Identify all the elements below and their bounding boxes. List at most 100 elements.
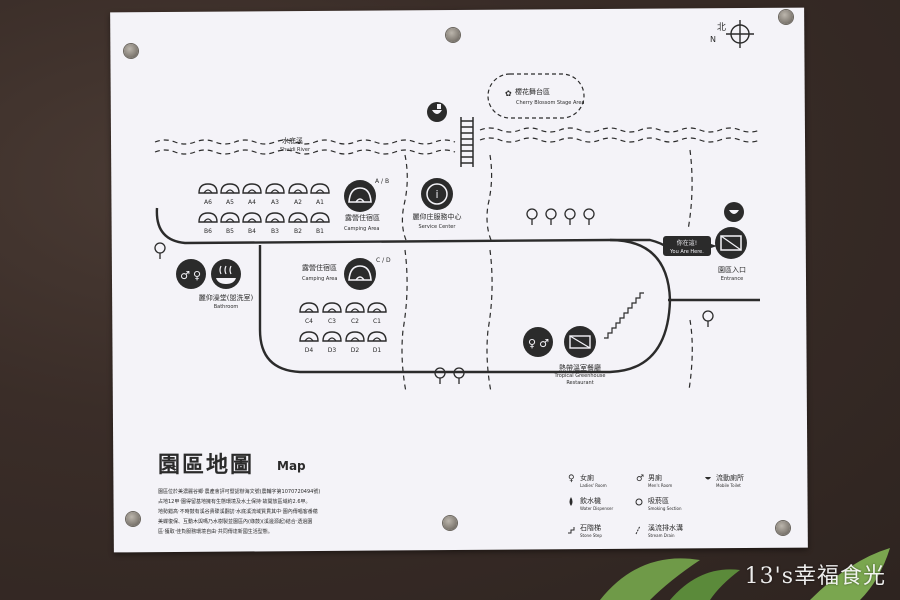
description-line-1: 園區位於美濃麗谷鄉‧農產會評可暨認辦海文號(農輔字第1070720494號) [158,488,320,495]
svg-text:i: i [435,188,438,201]
legend-mobile-en: Mobile Toilet [716,483,741,488]
camp-ab-tag: A / B [375,178,389,185]
stream-drain-icon [635,525,641,535]
restaurant-en-1: Tropical Greenhouse [554,373,606,379]
mobile-toilet-icon [427,102,447,122]
restaurant-zh: 熱帶溫室餐廳 [559,363,601,372]
water-drop-icon [569,497,573,506]
service-en: Service Center [419,224,457,230]
legend-mobile-zh: 流動廁所 [716,473,744,482]
mobile-toilet-entrance-icon [724,202,744,222]
tents-a [198,183,330,194]
site-b1: B1 [316,228,324,235]
camping-ab-icon [344,180,376,212]
you-are-here-badge [663,236,711,256]
tents-c [299,302,387,313]
svg-text:♂: ♂ [180,269,190,282]
site-c3: C3 [328,318,336,325]
site-b6: B6 [204,228,212,235]
site-a4: A4 [248,199,256,206]
site-a5: A5 [226,199,234,206]
site-a6: A6 [204,199,212,206]
site-d2: D2 [351,347,360,354]
male-toilet-icon: ♂ [636,474,644,484]
blossom-icon: ✿ [505,89,512,98]
site-c2: C2 [351,318,359,325]
description-line-5: 區‧獲取‧佳負服務環境自由‧共同傳達新國生活型態。 [158,528,273,535]
site-b3: B3 [271,228,279,235]
site-b2: B2 [294,228,302,235]
grommet [446,28,460,42]
site-d3: D3 [328,347,337,354]
watermark: 13's幸福食光 [744,564,886,589]
cherry-area-outline [487,73,585,119]
grommet [126,512,140,526]
bath-icon [211,259,241,289]
svg-text:♀: ♀ [193,269,201,282]
entrance-icon [715,227,747,259]
cherry-area-en: Cherry Blossom Stage Area [516,100,584,106]
river-label-zh: 水底溪 [282,136,303,145]
description-line-3: 地勢錯高‧不時鼓有溪谷貴碟溪翻訪‧水底溪流域質貫其中‧園內傳唱客番蘊 [158,508,318,515]
stone-stairs [604,292,644,339]
map-title-zh: 園區地圖 [158,453,254,478]
smoking-icon [635,498,643,506]
service-zh: 麗仰庄服務中心 [413,212,462,221]
tents-d [299,331,387,342]
grommet [124,44,138,58]
plant-leaves [600,548,890,600]
female-toilet-icon: ♀ [568,474,575,484]
bridge [460,117,474,167]
tents-b [198,212,330,223]
entrance-zh: 園區入口 [718,266,746,274]
north-letter: N [710,35,716,44]
site-d1: D1 [373,347,382,354]
camping-cd-icon [344,258,376,290]
entrance-en: Entrance [721,276,743,282]
toilets-icon: ♂ ♀ [176,259,206,289]
camp-ab-zh: 露營住宿區 [345,213,380,222]
grommet [779,10,793,24]
site-c4: C4 [305,318,313,325]
site-a2: A2 [294,199,302,206]
legend-drain-en: Stream Drain [648,533,675,538]
site-b4: B4 [248,228,256,235]
site-b5: B5 [226,228,234,235]
legend-stairs-zh: 石階梯 [580,523,601,532]
grommet [776,521,790,535]
restaurant-icon [564,326,596,358]
river-lines [154,127,761,155]
you-are-here-en: You Are Here. [669,249,704,255]
legend-drain-zh: 溪流排水溝 [648,523,683,532]
map-title-en: Map [277,459,306,473]
legend-female-en: Ladies' Room [580,483,607,488]
site-c1: C1 [373,318,381,325]
legend-male-en: Men's Room [648,483,672,488]
bathroom-en: Bathroom [214,304,239,310]
site-a1: A1 [316,199,324,206]
restaurant-en-2: Restaurant [566,380,593,386]
legend-male-zh: 男廁 [648,473,662,482]
restaurant-toilets-icon: ♀ ♂ [523,327,553,357]
description-line-2: 占地12甲‧園得留基地擁有生態環境及水土保持‧故開放區域約2.6甲。 [158,498,311,505]
stream-drains [401,149,693,393]
legend-water-en: Water Dispenser [580,506,613,511]
legend-smoking-en: Smoking Section [648,506,682,511]
camp-cd-tag: C / D [376,257,391,264]
legend-stairs-en: Stone Step [580,533,602,538]
camp-cd-zh: 露營住宿區 [302,263,337,272]
cherry-area-zh: 櫻花舞台區 [515,87,550,96]
river-label-en: Shuidi River [280,147,311,153]
svg-text:♂: ♂ [539,337,549,350]
you-are-here-zh: 你在這! [677,239,697,247]
grommet [443,516,457,530]
description-line-4: 美蝶復保、互動木與嗎乃水樹製並園區內(綠鼓)(溪邊源起)結合‧透過園 [158,518,312,525]
stairs-icon [568,527,575,534]
legend-female-zh: 女廁 [580,473,594,482]
service-center-icon: i [421,178,453,210]
legend: ♀ 女廁 Ladies' Room ♂ 男廁 Men's Room 流動廁所 M… [568,473,744,538]
site-a3: A3 [271,199,279,206]
mobile-toilet-legend-icon [705,477,711,480]
camp-ab-en: Camping Area [344,226,379,232]
